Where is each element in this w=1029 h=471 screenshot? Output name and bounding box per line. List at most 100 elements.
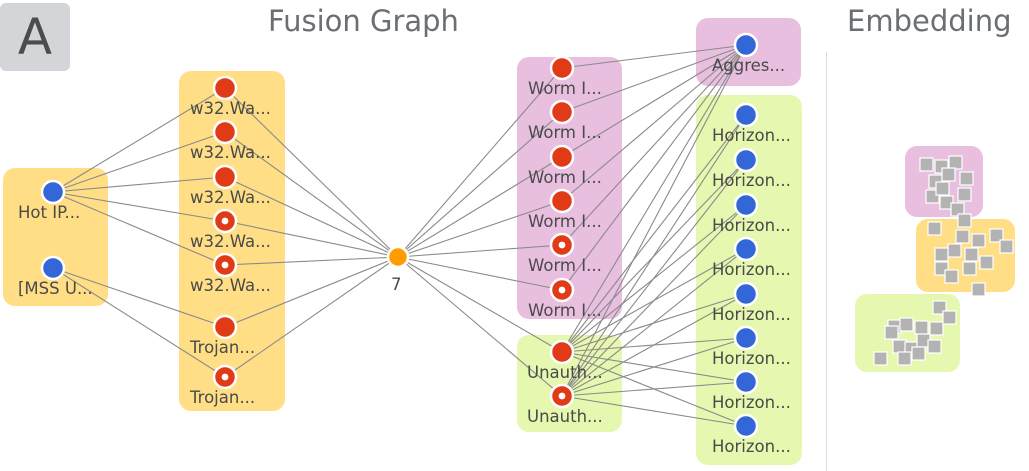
node-circle[interactable] bbox=[733, 281, 759, 307]
node-aggregate-0[interactable]: Aggres... bbox=[712, 32, 785, 75]
node-worms-2[interactable]: Worm I... bbox=[528, 144, 602, 187]
graph-edge bbox=[397, 256, 563, 397]
node-circle[interactable] bbox=[212, 164, 238, 190]
graph-edge bbox=[561, 44, 747, 113]
node-worms-4[interactable]: Worm I... bbox=[528, 232, 602, 275]
graph-edge bbox=[224, 256, 399, 378]
node-label: Horizon... bbox=[712, 171, 791, 190]
node-circle[interactable] bbox=[733, 236, 759, 262]
graph-edge bbox=[561, 381, 747, 397]
node-circle[interactable] bbox=[40, 255, 66, 281]
graph-edge bbox=[561, 44, 747, 246]
node-circle[interactable] bbox=[733, 147, 759, 173]
node-circle[interactable] bbox=[549, 55, 575, 81]
node-label: Unauth... bbox=[527, 363, 603, 382]
graph-edge bbox=[561, 337, 747, 397]
graph-edge bbox=[52, 267, 226, 328]
node-circle[interactable] bbox=[733, 192, 759, 218]
embedding-point bbox=[957, 213, 972, 228]
node-horizontal-7[interactable]: Horizon... bbox=[712, 413, 791, 456]
graph-edge bbox=[224, 220, 399, 258]
node-label: Horizon... bbox=[712, 349, 791, 368]
central-node-label: 7 bbox=[391, 275, 402, 294]
node-label: Worm I... bbox=[528, 79, 602, 98]
graph-edge bbox=[561, 44, 747, 69]
embedding-point bbox=[934, 247, 949, 262]
graph-edge bbox=[397, 111, 563, 258]
graph-edge bbox=[224, 256, 399, 266]
node-circle[interactable] bbox=[733, 325, 759, 351]
node-sources-0[interactable]: Hot IP... bbox=[18, 179, 80, 222]
node-malware-3[interactable]: w32.Wa... bbox=[190, 208, 271, 251]
node-circle[interactable] bbox=[549, 144, 575, 170]
node-circle[interactable] bbox=[733, 32, 759, 58]
node-malware-0[interactable]: w32.Wa... bbox=[190, 75, 271, 118]
node-circle[interactable] bbox=[733, 413, 759, 439]
node-ring-marker bbox=[221, 217, 229, 225]
group-box-worms bbox=[517, 57, 622, 319]
node-circle[interactable] bbox=[212, 119, 238, 145]
node-worms-0[interactable]: Worm I... bbox=[528, 55, 602, 98]
node-unauth-1[interactable]: Unauth... bbox=[527, 383, 603, 426]
node-worms-1[interactable]: Worm I... bbox=[528, 99, 602, 142]
node-circle[interactable] bbox=[40, 179, 66, 205]
central-node[interactable]: 7 bbox=[386, 245, 410, 294]
node-malware-4[interactable]: w32.Wa... bbox=[190, 252, 271, 295]
node-label: Worm I... bbox=[528, 256, 602, 275]
embedding-point bbox=[971, 233, 986, 248]
graph-edge bbox=[561, 44, 747, 202]
node-horizontal-4[interactable]: Horizon... bbox=[712, 281, 791, 324]
graph-edge bbox=[561, 159, 747, 397]
node-circle[interactable] bbox=[549, 99, 575, 125]
node-circle[interactable] bbox=[212, 75, 238, 101]
node-worms-3[interactable]: Worm I... bbox=[528, 188, 602, 231]
group-box-sources bbox=[3, 168, 108, 306]
node-label: Horizon... bbox=[712, 393, 791, 412]
node-horizontal-0[interactable]: Horizon... bbox=[712, 102, 791, 145]
embedding-title: Embedding bbox=[847, 4, 1012, 38]
node-label: Horizon... bbox=[712, 126, 791, 145]
node-horizontal-2[interactable]: Horizon... bbox=[712, 192, 791, 235]
fusion-graph-title: Fusion Graph bbox=[268, 4, 459, 38]
embedding-point bbox=[947, 243, 962, 258]
node-circle[interactable] bbox=[733, 102, 759, 128]
graph-edge bbox=[397, 244, 563, 258]
node-circle[interactable] bbox=[212, 314, 238, 340]
embedding-point bbox=[971, 282, 986, 297]
node-malware-2[interactable]: w32.Wa... bbox=[190, 164, 271, 207]
embedding-point bbox=[942, 310, 957, 325]
embedding-point bbox=[897, 351, 912, 366]
node-label: Horizon... bbox=[712, 305, 791, 324]
node-malware-5[interactable]: Trojan... bbox=[189, 314, 255, 357]
embedding-point bbox=[927, 221, 942, 236]
node-label: w32.Wa... bbox=[190, 232, 271, 251]
panel-divider bbox=[826, 52, 827, 471]
node-unauth-0[interactable]: Unauth... bbox=[527, 339, 603, 382]
node-horizontal-6[interactable]: Horizon... bbox=[712, 369, 791, 412]
node-horizontal-1[interactable]: Horizon... bbox=[712, 147, 791, 190]
node-circle[interactable] bbox=[549, 188, 575, 214]
embedding-point bbox=[959, 171, 974, 186]
node-sources-1[interactable]: [MSS U... bbox=[18, 255, 93, 298]
node-horizontal-5[interactable]: Horizon... bbox=[712, 325, 791, 368]
central-node-circle[interactable] bbox=[386, 245, 410, 269]
node-horizontal-3[interactable]: Horizon... bbox=[712, 236, 791, 279]
graph-edge bbox=[52, 191, 226, 266]
node-malware-6[interactable]: Trojan... bbox=[189, 364, 255, 407]
node-label: w32.Wa... bbox=[190, 143, 271, 162]
node-malware-1[interactable]: w32.Wa... bbox=[190, 119, 271, 162]
graph-edge bbox=[52, 87, 226, 193]
node-label: Hot IP... bbox=[18, 203, 80, 222]
embedding-point bbox=[957, 187, 972, 202]
node-circle[interactable] bbox=[549, 339, 575, 365]
graph-nodes: Hot IP...[MSS U...w32.Wa...w32.Wa...w32.… bbox=[18, 32, 791, 456]
node-circle[interactable] bbox=[733, 369, 759, 395]
embedding-point bbox=[941, 167, 956, 182]
embedding-point bbox=[892, 339, 907, 354]
graph-edges bbox=[52, 44, 747, 427]
embedding-point bbox=[979, 255, 994, 270]
graph-edge bbox=[397, 256, 563, 291]
node-worms-5[interactable]: Worm I... bbox=[528, 277, 602, 320]
graph-edge bbox=[52, 191, 226, 222]
